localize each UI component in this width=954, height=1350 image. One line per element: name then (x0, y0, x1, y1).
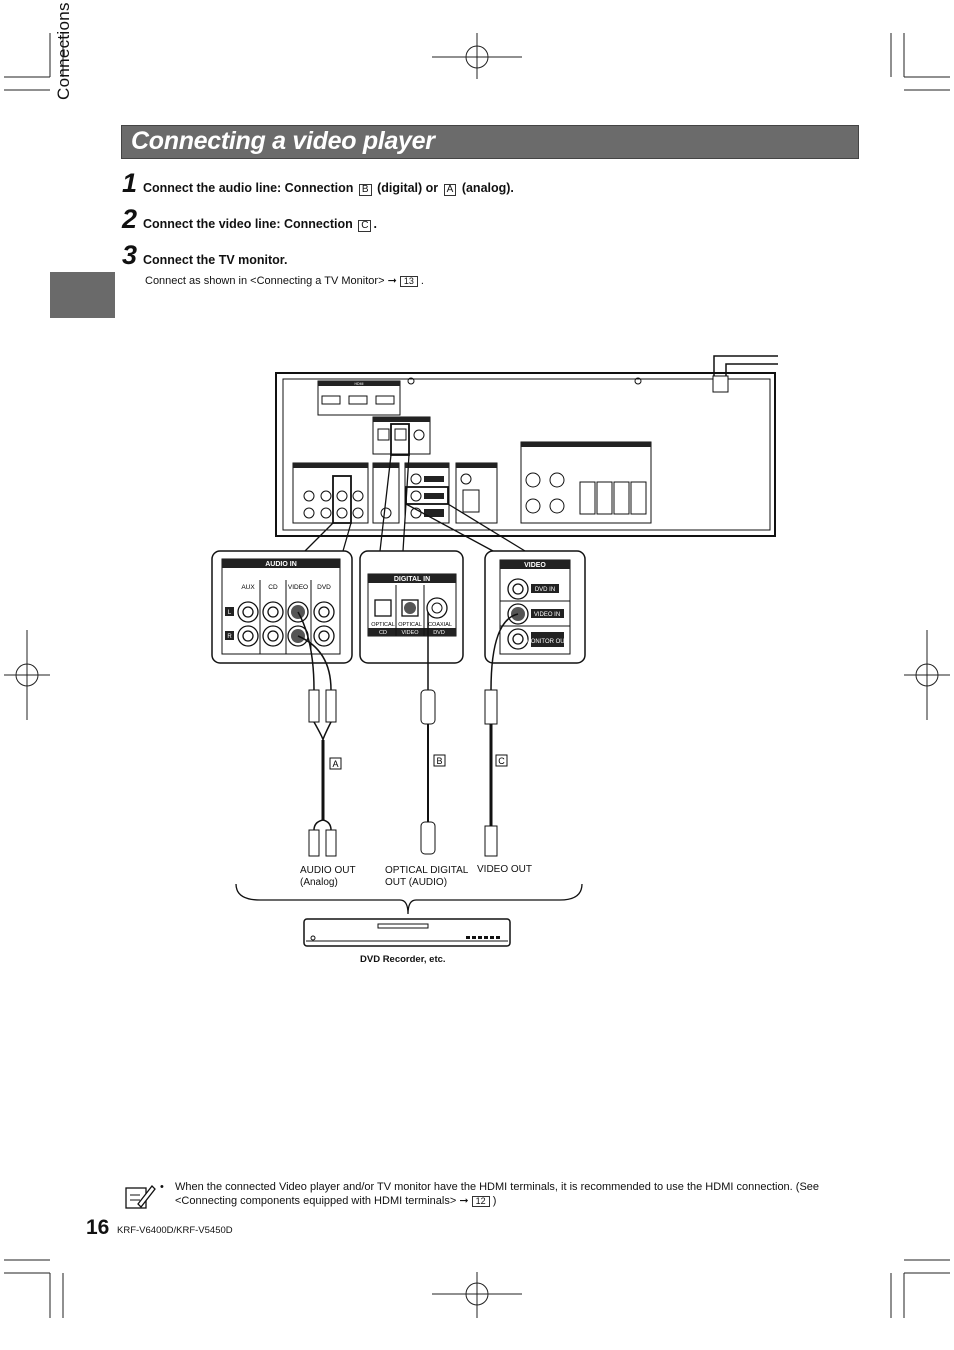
footnote: • When the connected Video player and/or… (160, 1180, 860, 1207)
step-text-b: . (373, 217, 377, 231)
zoom-audio-in: AUDIO IN AUX CD VIDEO DVD L R (211, 550, 353, 664)
footnote-line1: When the connected Video player and/or T… (175, 1181, 820, 1193)
step3-note: Connect as shown in <Connecting a TV Mon… (145, 274, 424, 287)
step-number: 2 (122, 204, 138, 234)
zoom-digital-in: DIGITAL IN OPTICAL OPTICAL COAXIAL CD VI… (359, 550, 464, 664)
cable-label-b: B (436, 756, 442, 766)
footnote-line2: <Connecting components equipped with HDM… (175, 1195, 457, 1207)
footnote-text: When the connected Video player and/or T… (175, 1180, 865, 1208)
page-number: 16 (86, 1216, 110, 1239)
connection-box: C (358, 220, 372, 232)
step-text: Connect the audio line: Connection B (di… (143, 181, 514, 196)
note-tail: . (420, 275, 424, 287)
digital-in-title: DIGITAL IN (394, 576, 430, 583)
audio-in-title: AUDIO IN (265, 561, 297, 568)
step-text: Connect the video line: Connection C. (143, 217, 377, 232)
cables (297, 611, 519, 857)
step-text-c: (analog). (461, 181, 514, 195)
step-text-b: (digital) or (377, 181, 439, 195)
step-number: 1 (122, 168, 138, 198)
label-line: (Analog) (300, 877, 338, 888)
label-line: AUDIO OUT (300, 865, 356, 876)
note-text: Connect as shown in <Connecting a TV Mon… (145, 275, 385, 287)
bullet: • (160, 1181, 164, 1193)
audio-col-label: DVD (317, 584, 331, 591)
title-bar: Connecting a video player (121, 125, 859, 159)
dvd-recorder-device (303, 918, 511, 947)
label-line: OUT (AUDIO) (385, 877, 448, 888)
page-reference[interactable]: 12 (471, 1196, 490, 1207)
video-out-label: VIDEO OUT (477, 864, 533, 875)
video-port-label: DVD IN (535, 587, 555, 593)
audio-col-label: VIDEO (288, 584, 308, 591)
digital-sub-label: CD (379, 630, 387, 636)
arrow-icon: ➞ (387, 275, 397, 287)
note-icon (125, 1185, 156, 1209)
connection-box: B (358, 184, 372, 196)
digital-port-label: COAXIAL (428, 622, 452, 628)
digital-sub-label: VIDEO (401, 630, 419, 636)
audio-out-label: AUDIO OUT (Analog) (300, 865, 356, 889)
section-tab (50, 272, 115, 318)
grouping-brace (235, 883, 583, 915)
footnote-tail: ) (492, 1195, 497, 1207)
step-1: 1 Connect the audio line: Connection B (… (122, 168, 514, 199)
page-reference[interactable]: 13 (399, 276, 418, 287)
model-number: KRF-V6400D/KRF-V5450D (117, 1225, 233, 1236)
arrow-icon: ➞ (459, 1195, 469, 1207)
step-3: 3 Connect the TV monitor. (122, 240, 287, 271)
label-line: OPTICAL DIGITAL (385, 865, 469, 876)
step-text-a: Connect the video line: Connection (143, 217, 353, 231)
receiver-rear-panel: HDMI (275, 355, 778, 552)
page-title: Connecting a video player (131, 127, 435, 155)
step-number: 3 (122, 240, 138, 270)
digital-port-label: OPTICAL (398, 622, 422, 628)
digital-port-label: OPTICAL (371, 622, 395, 628)
digital-sub-label: DVD (433, 630, 445, 636)
cable-label-a: A (332, 759, 338, 769)
cable-label-c: C (498, 756, 505, 766)
audio-col-label: AUX (241, 584, 255, 591)
zoom-video: VIDEO DVD IN VIDEO IN MONITOR OUT (484, 550, 586, 664)
audio-col-label: CD (268, 584, 278, 591)
step-text: Connect the TV monitor. (143, 253, 288, 267)
connection-box: A (443, 184, 457, 196)
video-port-label: VIDEO IN (534, 612, 560, 618)
hdmi-label: HDMI (355, 382, 364, 386)
video-title: VIDEO (524, 562, 546, 569)
row-label: R (227, 634, 232, 640)
video-port-label: MONITOR OUT (526, 639, 569, 645)
step-2: 2 Connect the video line: Connection C. (122, 204, 377, 235)
step-text-a: Connect the audio line: Connection (143, 181, 354, 195)
device-label: DVD Recorder, etc. (360, 954, 446, 965)
optical-out-label: OPTICAL DIGITAL OUT (AUDIO) (385, 865, 468, 889)
row-label: L (228, 610, 232, 616)
